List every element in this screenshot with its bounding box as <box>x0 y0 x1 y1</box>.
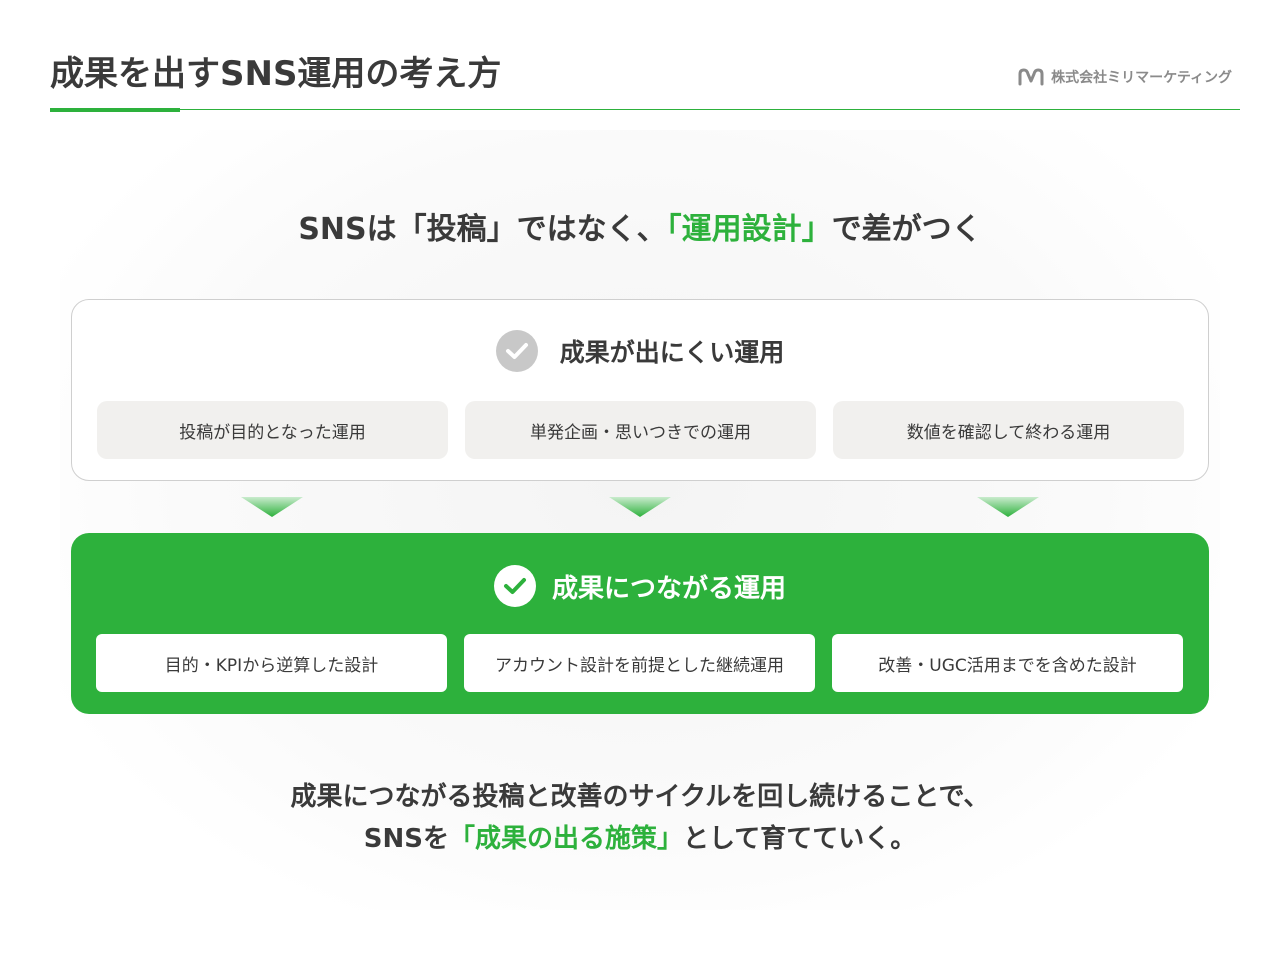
down-arrow-icon <box>241 497 303 517</box>
headline-prefix: SNSは「投稿」ではなく、 <box>298 212 667 247</box>
background-glow <box>60 130 1220 910</box>
company-logo-m-icon <box>1017 68 1045 86</box>
effective-item: 目的・KPIから逆算した設計 <box>96 634 447 692</box>
effective-heading: 成果につながる運用 <box>551 573 786 604</box>
check-circle-icon <box>493 565 536 607</box>
ineffective-heading: 成果が出にくい運用 <box>559 338 785 367</box>
closing-line-2: SNSを「成果の出る施策」として育てていく。 <box>0 818 1280 860</box>
ineffective-items: 投稿が目的となった運用 単発企画・思いつきでの運用 数値を確認して終わる運用 <box>97 401 1184 459</box>
ineffective-item: 単発企画・思いつきでの運用 <box>465 401 816 459</box>
effective-item: アカウント設計を前提とした継続運用 <box>464 634 815 692</box>
closing-line-2-suffix: として育てていく。 <box>683 824 917 854</box>
ineffective-item: 投稿が目的となった運用 <box>97 401 448 459</box>
effective-operation-panel: 成果につながる運用 目的・KPIから逆算した設計 アカウント設計を前提とした継続… <box>71 533 1209 714</box>
closing-line-2-prefix: SNSを <box>363 824 449 854</box>
closing-message: 成果につながる投稿と改善のサイクルを回し続けることで、 SNSを「成果の出る施策… <box>0 776 1280 860</box>
company-logo: 株式会社ミリマーケティング <box>1017 67 1232 87</box>
check-circle-icon <box>495 330 538 372</box>
headline-suffix: で差がつく <box>831 212 982 247</box>
closing-highlight: 「成果の出る施策」 <box>448 824 683 854</box>
headline: SNSは「投稿」ではなく、「運用設計」で差がつく <box>0 204 1280 248</box>
header-divider-accent <box>50 108 180 112</box>
closing-line-1: 成果につながる投稿と改善のサイクルを回し続けることで、 <box>290 782 990 812</box>
down-arrow-icon <box>609 497 671 517</box>
ineffective-heading-row: 成果が出にくい運用 <box>72 330 1208 372</box>
page-title: 成果を出すSNS運用の考え方 <box>50 54 502 94</box>
headline-highlight: 「運用設計」 <box>666 212 832 247</box>
slide-header: 成果を出すSNS運用の考え方 株式会社ミリマーケティング <box>0 0 1280 120</box>
ineffective-operation-panel: 成果が出にくい運用 投稿が目的となった運用 単発企画・思いつきでの運用 数値を確… <box>71 299 1209 481</box>
effective-heading-row: 成果につながる運用 <box>71 565 1209 607</box>
down-arrow-icon <box>977 497 1039 517</box>
effective-items: 目的・KPIから逆算した設計 アカウント設計を前提とした継続運用 改善・UGC活… <box>96 634 1183 692</box>
header-divider <box>50 109 1240 110</box>
effective-item: 改善・UGC活用までを含めた設計 <box>832 634 1183 692</box>
ineffective-item: 数値を確認して終わる運用 <box>833 401 1184 459</box>
company-name: 株式会社ミリマーケティング <box>1051 70 1232 86</box>
